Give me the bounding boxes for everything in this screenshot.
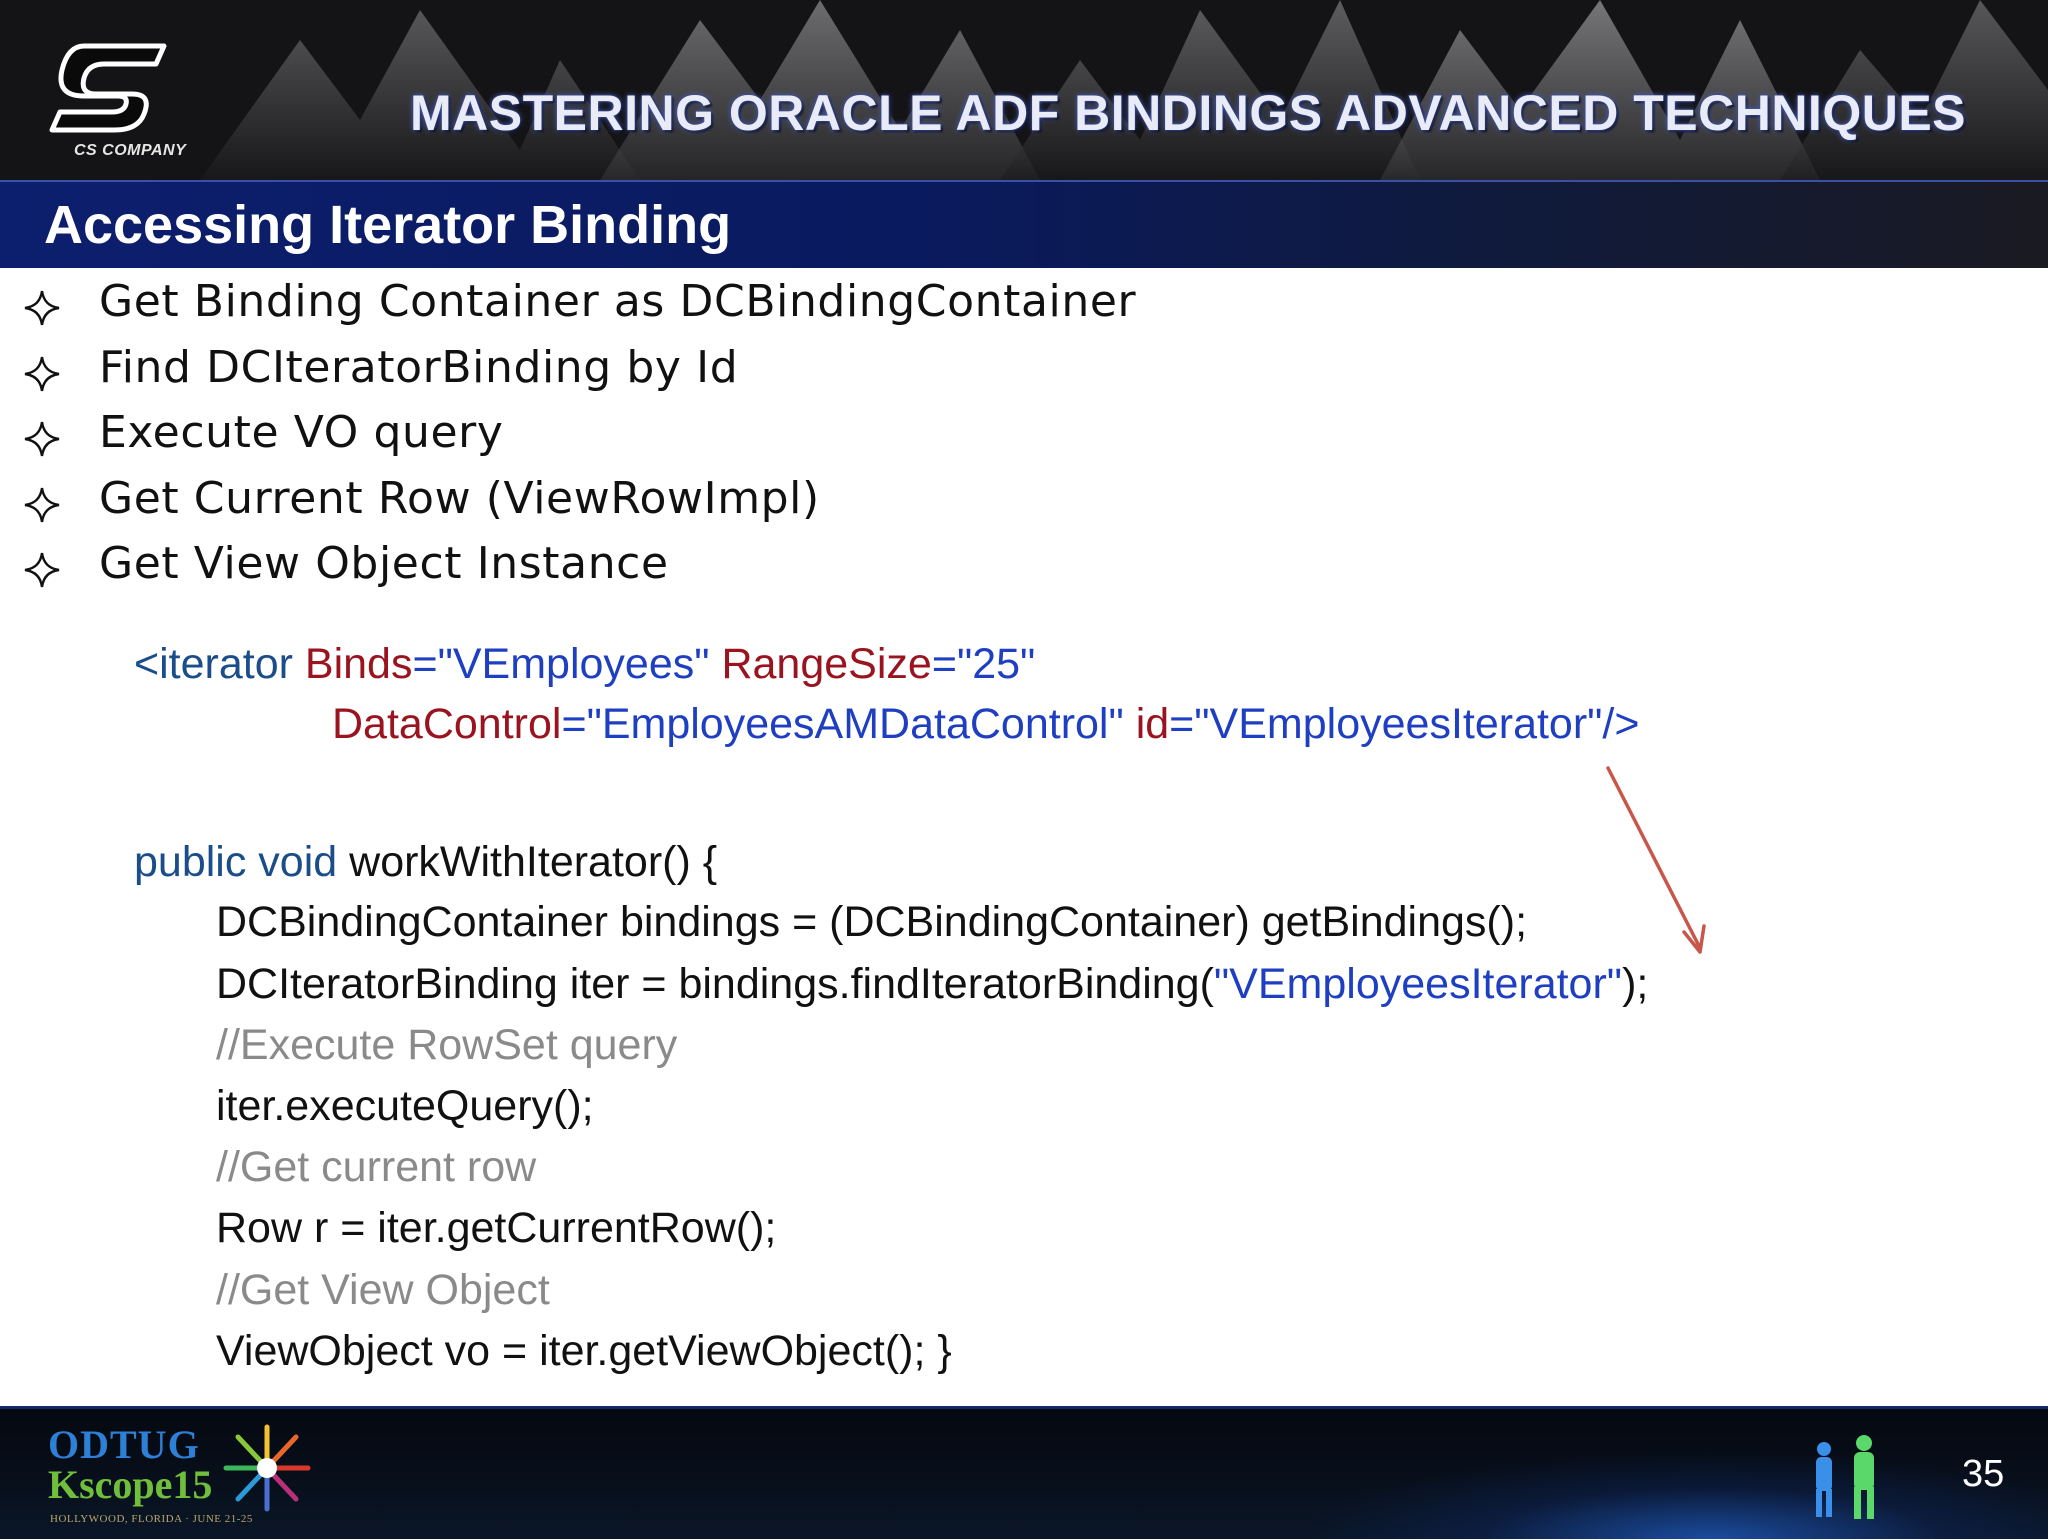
four-point-star-icon — [24, 421, 60, 457]
method-signature: workWithIterator() { — [337, 838, 718, 886]
four-point-star-icon — [24, 290, 60, 326]
bullet-item: Get Current Row (ViewRowImpl) — [0, 473, 2048, 539]
comment-execute: //Execute RowSet query — [216, 1021, 678, 1069]
xml-line-1: <iterator Binds="VEmployees" RangeSize="… — [134, 640, 1035, 689]
four-point-star-icon — [24, 487, 60, 522]
four-point-star-icon — [24, 356, 60, 391]
arrow-icon — [1606, 766, 1706, 954]
page-number: 35 — [1962, 1453, 2005, 1495]
slide-title: Accessing Iterator Binding — [44, 195, 732, 255]
bullet-text: Get View Object Instance — [99, 538, 669, 589]
bullet-list: Get Binding Container as DCBindingContai… — [0, 276, 2048, 604]
iter-prefix: DCIteratorBinding iter = bindings.findIt… — [216, 960, 1214, 1008]
xml-attr-id: id — [1135, 700, 1170, 748]
rock-banner-image — [0, 0, 2048, 180]
comment-current-row: //Get current row — [216, 1143, 537, 1191]
odtug-logo-text: ODTUG — [48, 1422, 200, 1467]
code-line-view-object: ViewObject vo = iter.getViewObject(); } — [216, 1327, 952, 1375]
method-signature-line: public void workWithIterator() { — [134, 838, 717, 887]
glowing-figures-icon — [1816, 1435, 1874, 1519]
xml-value-binds: ="VEmployees" — [412, 640, 722, 688]
xml-line-2: DataControl="EmployeesAMDataControl" id=… — [332, 700, 1639, 749]
slide-footer: ODTUG Kscope15 HOLLYWOOD, FLORIDA · JUNE… — [0, 1406, 2048, 1539]
code-line-execute: iter.executeQuery(); — [216, 1082, 594, 1130]
bullet-item: Get Binding Container as DCBindingContai… — [0, 276, 2048, 342]
four-point-star-icon — [24, 552, 60, 588]
stage-glow — [1300, 1449, 2048, 1539]
comment-view-object: //Get View Object — [216, 1266, 550, 1314]
xml-value-id: ="VEmployeesIterator"/> — [1169, 700, 1640, 748]
kscope-logo-text: Kscope15 — [48, 1462, 213, 1507]
xml-value-rangesize: ="25" — [931, 640, 1036, 688]
venue-text: HOLLYWOOD, FLORIDA · JUNE 21-25 — [50, 1513, 253, 1525]
code-line-current-row: Row r = iter.getCurrentRow(); — [216, 1204, 777, 1252]
bullet-text: Get Current Row (ViewRowImpl) — [99, 472, 820, 524]
xml-attr-datacontrol: DataControl — [332, 700, 562, 748]
xml-tag-open: <iterator — [134, 640, 305, 688]
code-line-bindings: DCBindingContainer bindings = (DCBinding… — [216, 898, 1528, 946]
iter-suffix: ); — [1622, 960, 1649, 1008]
company-logo: CS COMPANY — [38, 38, 198, 168]
iter-string: "VEmployeesIterator" — [1213, 960, 1623, 1008]
code-line-iterator: DCIteratorBinding iter = bindings.findIt… — [216, 960, 1648, 1009]
xml-value-datacontrol: ="EmployeesAMDataControl" — [561, 700, 1136, 748]
bullet-item: Find DCIteratorBinding by Id — [0, 342, 2048, 408]
bullet-item: Get View Object Instance — [0, 538, 2048, 604]
xml-attr-rangesize: RangeSize — [721, 640, 932, 688]
xml-attr-binds: Binds — [304, 640, 413, 688]
bullet-text: Find DCIteratorBinding by Id — [99, 341, 739, 393]
slide-header: CS COMPANY MASTERING ORACLE ADF BINDINGS… — [0, 0, 2048, 268]
bullet-item: Execute VO query — [0, 407, 2048, 473]
bullet-text: Get Binding Container as DCBindingContai… — [99, 276, 1137, 327]
kscope-burst-icon — [223, 1424, 311, 1512]
slide-title-bar: Accessing Iterator Binding — [0, 180, 2048, 268]
deck-title: MASTERING ORACLE ADF BINDINGS ADVANCED T… — [410, 85, 1967, 141]
method-keywords: public void — [134, 838, 338, 886]
cs-logo-icon — [49, 43, 167, 133]
bullet-text: Execute VO query — [99, 407, 504, 458]
logo-text: CS COMPANY — [74, 142, 187, 159]
